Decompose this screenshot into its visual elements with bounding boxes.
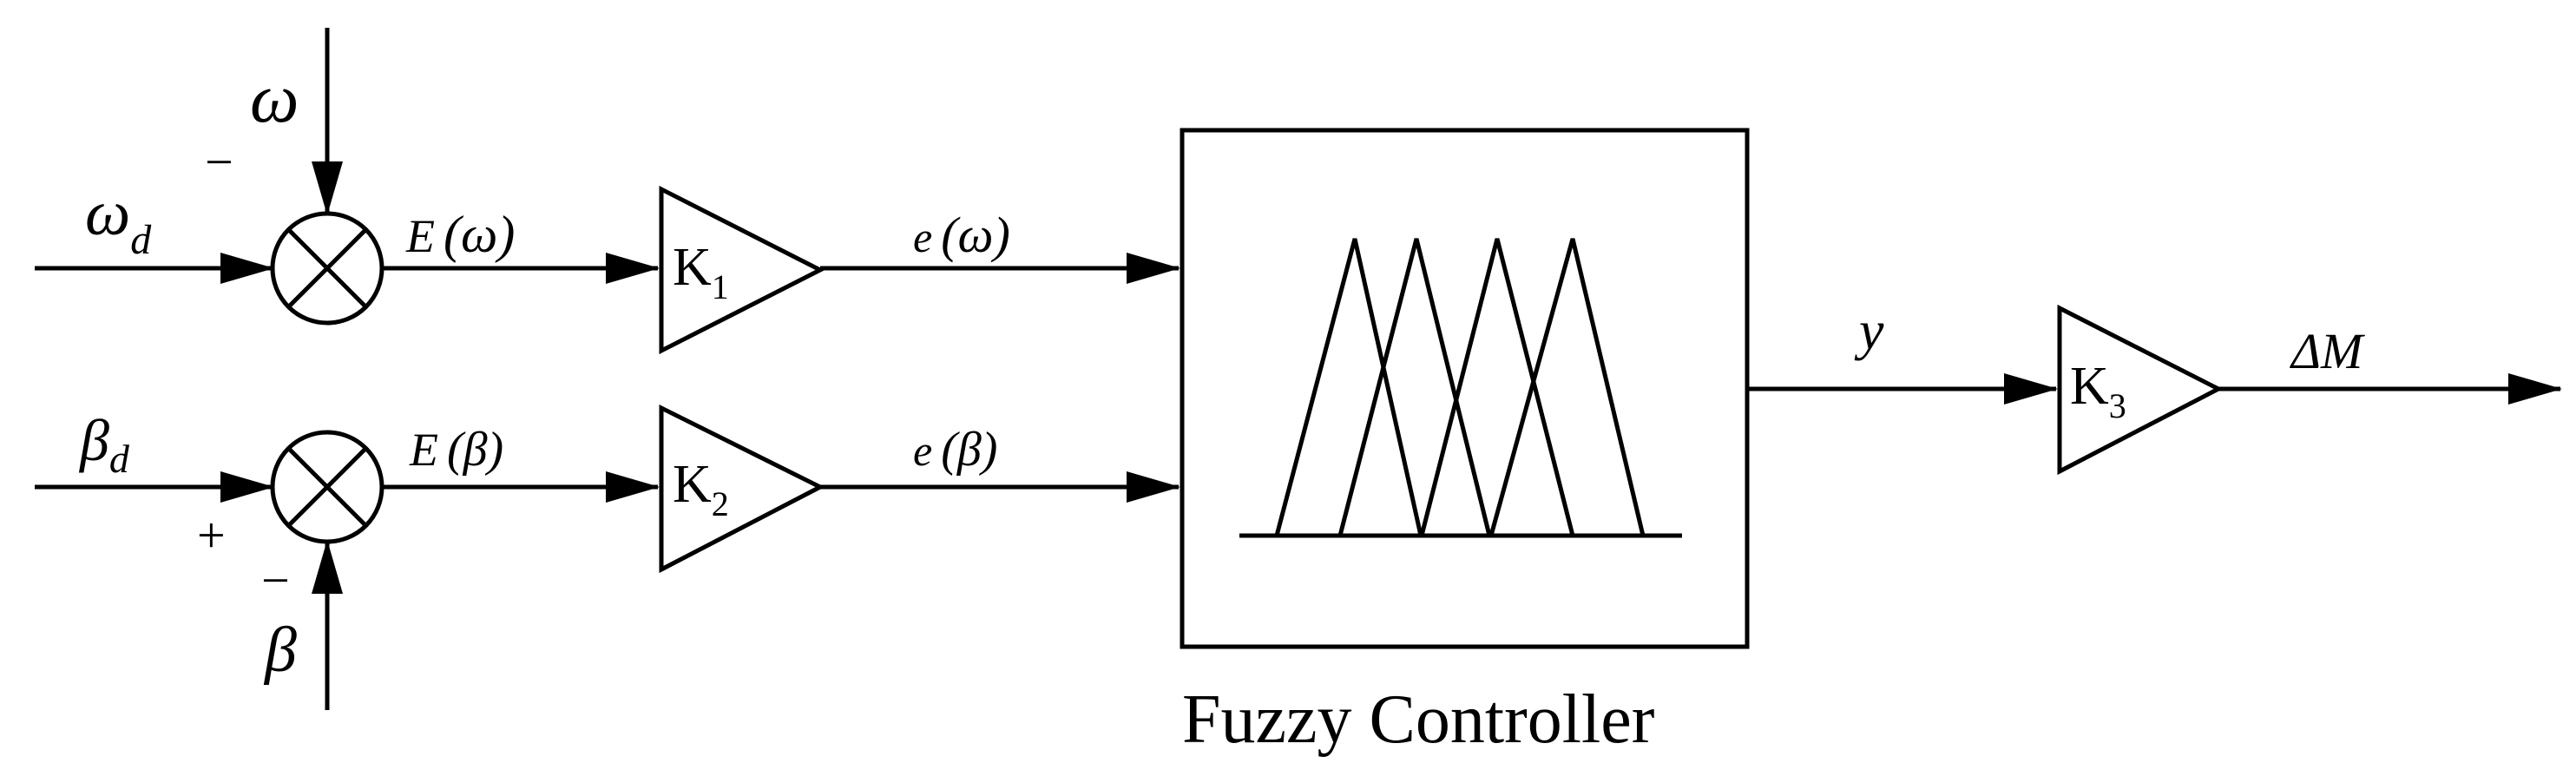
beta-d-label: βd: [78, 407, 130, 481]
gain-k2-block: [659, 404, 825, 574]
gain-k1-block: [659, 185, 825, 355]
gain-k2-label: K2: [673, 455, 729, 523]
omega-feedback-label: ω: [250, 61, 299, 137]
summing-junction-omega: [270, 211, 384, 326]
beta-feedback-label: β: [263, 615, 297, 686]
gain-k3-block: [2057, 304, 2224, 476]
membership-functions-icon: [1239, 238, 1682, 538]
error-beta-label: E(β): [409, 423, 503, 477]
scaled-beta-label: e(β): [913, 423, 997, 477]
gain-k1-label: K1: [673, 238, 729, 306]
gain-k3-label: K3: [2070, 357, 2126, 425]
scaled-omega-label: e(ω): [913, 207, 1010, 263]
fuzzy-controller-box: [1180, 128, 1750, 649]
summing-junction-beta: [270, 430, 384, 544]
beta-plus-sign: +: [197, 507, 226, 563]
error-omega-label: E(ω): [405, 206, 515, 263]
fuzzy-controller-caption: Fuzzy Controller: [1182, 681, 1654, 758]
controller-output-label: y: [1854, 299, 1884, 361]
omega-minus-sign: −: [205, 134, 233, 190]
final-output-label: ΔM: [2290, 323, 2365, 379]
beta-minus-sign: −: [261, 552, 290, 609]
omega-d-label: ωd: [85, 178, 152, 263]
